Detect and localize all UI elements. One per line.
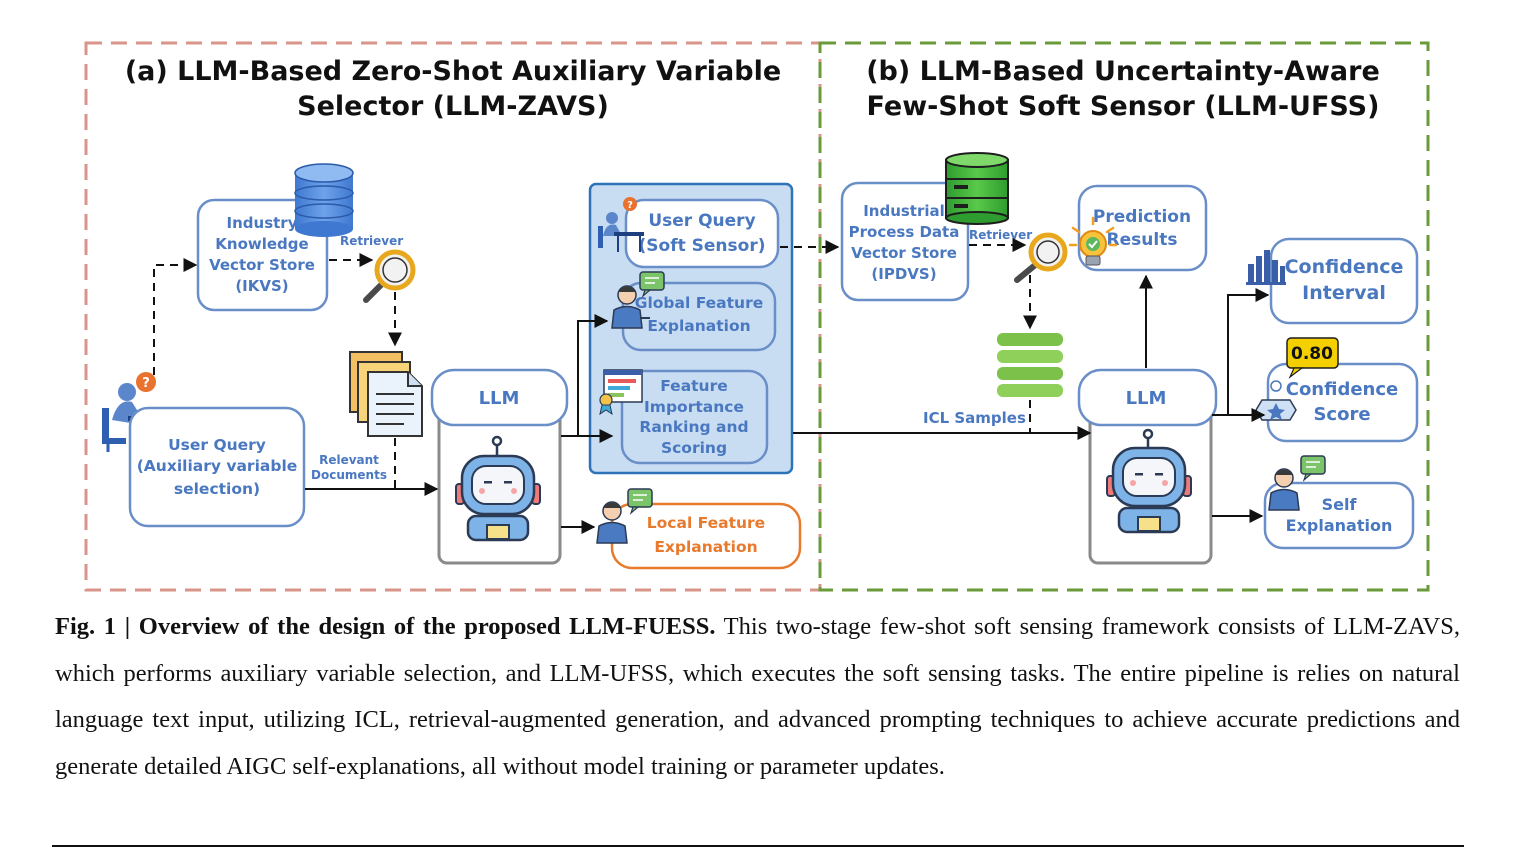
svg-text:Global Feature: Global Feature <box>635 294 763 312</box>
svg-text:selection): selection) <box>174 480 260 498</box>
svg-text:?: ? <box>142 376 150 391</box>
interval-chart-icon <box>1246 250 1286 285</box>
lightbulb-icon <box>1068 216 1118 266</box>
svg-text:Self: Self <box>1322 495 1358 514</box>
award-icon <box>1255 380 1297 421</box>
magnifier-icon <box>363 249 416 303</box>
svg-text:User Query: User Query <box>648 211 755 231</box>
svg-text:Score: Score <box>1313 404 1370 425</box>
local-feature-node: Local Feature Explanation <box>610 502 802 570</box>
ipdvs-node: Industrial Process Data Vector Store (IP… <box>840 181 970 302</box>
database-icon <box>945 152 1009 225</box>
feature-importance-node: Feature Importance Ranking and Scoring <box>620 369 769 465</box>
presenter-icon <box>596 488 653 544</box>
svg-text:Process Data: Process Data <box>849 223 960 241</box>
confidence-score-node: Confidence Score <box>1266 362 1419 443</box>
panel-a-title: (a) LLM-Based Zero-Shot Auxiliary Variab… <box>125 56 781 122</box>
robot-icon <box>1106 428 1192 534</box>
self-explanation-node: Self Explanation <box>1263 481 1415 550</box>
svg-text:Scoring: Scoring <box>661 439 727 457</box>
database-icon <box>294 163 354 237</box>
svg-text:?: ? <box>627 200 633 211</box>
svg-text:LLM: LLM <box>479 388 520 409</box>
svg-text:Selector (LLM-ZAVS): Selector (LLM-ZAVS) <box>297 91 609 122</box>
svg-text:Explanation: Explanation <box>1286 516 1393 535</box>
svg-text:Local Feature: Local Feature <box>647 514 765 532</box>
figure-caption: Fig. 1 | Overview of the design of the p… <box>55 604 1460 790</box>
svg-text:Explanation: Explanation <box>647 317 750 335</box>
prediction-node: Prediction Results <box>1077 184 1208 272</box>
svg-text:Vector Store: Vector Store <box>851 244 957 262</box>
svg-text:Vector Store: Vector Store <box>209 256 315 274</box>
confidence-interval-node: Confidence Interval <box>1269 237 1419 325</box>
relevant-documents-label: Relevant Documents <box>311 453 387 482</box>
svg-text:Ranking and: Ranking and <box>639 418 748 436</box>
svg-text:Confidence: Confidence <box>1286 379 1399 400</box>
svg-text:LLM: LLM <box>1126 388 1167 409</box>
user-at-desk-icon: ? <box>598 197 644 252</box>
global-feature-node: Global Feature Explanation <box>621 281 777 352</box>
svg-text:User Query: User Query <box>168 436 266 454</box>
svg-text:Importance: Importance <box>644 398 744 416</box>
svg-text:Prediction: Prediction <box>1093 207 1191 227</box>
svg-text:Relevant: Relevant <box>319 453 379 467</box>
framework-diagram: (a) LLM-Based Zero-Shot Auxiliary Variab… <box>84 41 1430 592</box>
magnifier-icon <box>1014 232 1068 283</box>
svg-text:Industry: Industry <box>227 214 298 232</box>
presenter-icon <box>1268 455 1326 511</box>
retriever-label-a: Retriever <box>340 234 403 248</box>
retriever-label-b: Retriever <box>969 228 1032 242</box>
score-badge: 0.80 <box>1286 337 1339 379</box>
bottom-rule <box>52 845 1464 847</box>
svg-text:Feature: Feature <box>660 377 728 395</box>
user-query-b-node: User Query (Soft Sensor) <box>624 198 780 269</box>
svg-text:Interval: Interval <box>1302 282 1386 304</box>
svg-text:Few-Shot Soft Sensor (LLM-UFSS: Few-Shot Soft Sensor (LLM-UFSS) <box>867 91 1380 122</box>
svg-text:(Auxiliary variable: (Auxiliary variable <box>137 457 298 475</box>
svg-text:(b) LLM-Based Uncertainty-Awar: (b) LLM-Based Uncertainty-Aware <box>866 56 1380 87</box>
svg-text:(IPDVS): (IPDVS) <box>871 265 936 283</box>
ikvs-node: Industry Knowledge Vector Store (IKVS) <box>196 198 329 312</box>
svg-text:Documents: Documents <box>311 468 387 482</box>
svg-text:0.80: 0.80 <box>1291 344 1333 364</box>
ranking-chart-icon <box>599 369 643 416</box>
svg-text:Knowledge: Knowledge <box>215 235 308 253</box>
documents-icon <box>349 351 423 437</box>
icl-samples-label: ICL Samples <box>923 409 1026 427</box>
caption-body: This two-stage few-shot soft sensing fra… <box>55 613 1460 780</box>
svg-text:Confidence: Confidence <box>1285 256 1404 278</box>
flow-arrows <box>153 238 1270 534</box>
icl-samples-icon <box>997 333 1063 397</box>
svg-text:Industrial: Industrial <box>863 202 945 220</box>
panel-b-border <box>818 41 1430 592</box>
user-query-a-node: User Query (Auxiliary variable selection… <box>128 406 306 528</box>
svg-text:(a) LLM-Based Zero-Shot Auxili: (a) LLM-Based Zero-Shot Auxiliary Variab… <box>125 56 781 87</box>
panel-b-title: (b) LLM-Based Uncertainty-Aware Few-Shot… <box>866 56 1380 122</box>
robot-icon <box>455 435 541 542</box>
presenter-icon <box>611 271 665 329</box>
svg-text:Explanation: Explanation <box>654 538 757 556</box>
svg-text:Results: Results <box>1107 230 1178 250</box>
svg-text:(IKVS): (IKVS) <box>235 277 288 295</box>
svg-text:(Soft Sensor): (Soft Sensor) <box>639 236 766 256</box>
caption-title: Fig. 1 | Overview of the design of the p… <box>55 613 716 640</box>
